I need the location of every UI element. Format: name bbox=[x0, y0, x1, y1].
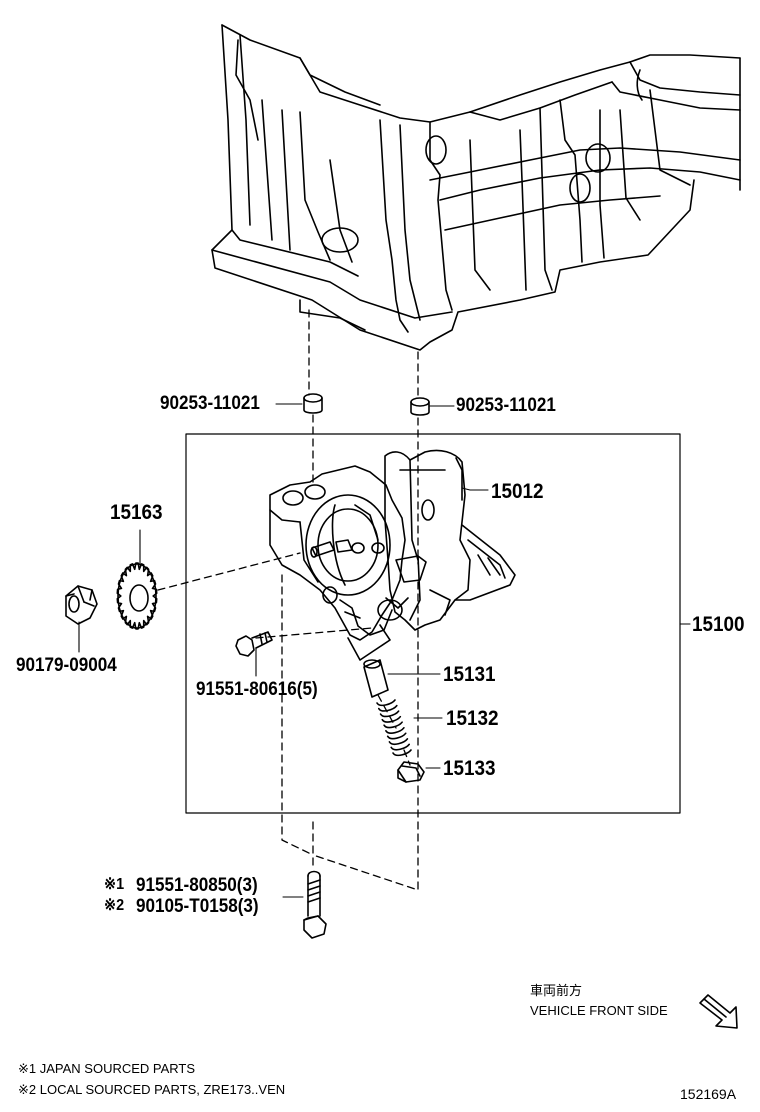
direction-label-japanese: 車両前方 bbox=[530, 983, 583, 998]
valve-plug bbox=[397, 761, 425, 783]
part-label-valve: 15131 bbox=[443, 663, 496, 686]
engine-block bbox=[211, 24, 741, 351]
part-label-bolt-right: 90253-11021 bbox=[456, 395, 556, 416]
long-bolt bbox=[303, 870, 327, 939]
relief-valve bbox=[363, 659, 389, 698]
part-label-sprocket: 15163 bbox=[110, 501, 163, 524]
part-label-pump-bolt: 91551-80616(5) bbox=[196, 679, 318, 700]
part-label-bolt-left: 90253-11021 bbox=[160, 393, 260, 414]
part-label-cover: 15012 bbox=[491, 480, 544, 503]
figure-id: 152169A bbox=[680, 1086, 737, 1102]
leader-lines bbox=[78, 403, 691, 898]
footnote-local: ※2 LOCAL SOURCED PARTS, ZRE173..VEN bbox=[18, 1082, 286, 1097]
dowel-pin-right bbox=[410, 397, 430, 416]
pump-bolt bbox=[235, 631, 273, 657]
oil-pump-body bbox=[269, 449, 516, 661]
sprocket bbox=[116, 562, 158, 630]
direction-label-english: VEHICLE FRONT SIDE bbox=[530, 1003, 668, 1018]
assembly-frame bbox=[185, 433, 681, 814]
part-label-bolt-b-mark: ※2 bbox=[104, 897, 125, 914]
part-label-bolt-a-mark: ※1 bbox=[104, 876, 125, 893]
dowel-pin-left bbox=[303, 393, 323, 414]
part-label-bolt-b: 90105-T0158(3) bbox=[136, 896, 259, 917]
part-label-bolt-a: 91551-80850(3) bbox=[136, 875, 258, 896]
flange-nut bbox=[65, 585, 98, 625]
direction-arrow bbox=[699, 994, 738, 1029]
alignment-lines bbox=[157, 309, 419, 891]
valve-spring bbox=[376, 699, 412, 757]
part-label-nut: 90179-09004 bbox=[16, 655, 117, 676]
part-label-assembly: 15100 bbox=[692, 613, 745, 636]
part-label-spring: 15132 bbox=[446, 707, 499, 730]
part-label-plug: 15133 bbox=[443, 757, 496, 780]
footnote-japan: ※1 JAPAN SOURCED PARTS bbox=[18, 1061, 196, 1076]
